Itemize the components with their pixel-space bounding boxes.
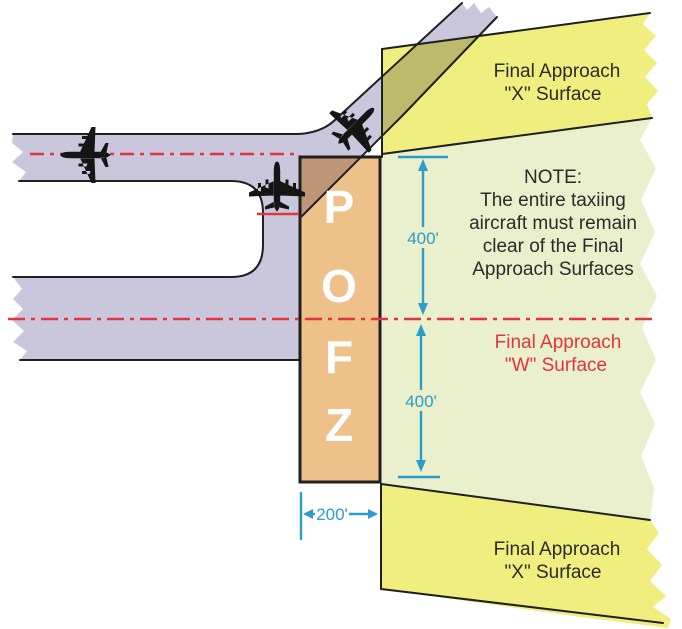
- dimension-annotations: 400' 400' 200': [299, 155, 448, 540]
- x-top-label-line1: Final Approach: [494, 61, 621, 82]
- pofz-letter-z: Z: [325, 399, 353, 451]
- hold-bay-edge: [12, 180, 264, 278]
- final-approach-x-top-surface: [382, 13, 658, 154]
- note-title: NOTE:: [524, 167, 582, 188]
- x-top-lower-edge: [381, 117, 653, 155]
- upper-dim-arrow-down: [418, 303, 428, 315]
- upper-dim-arrow-up: [418, 159, 428, 171]
- w-label-line1: Final Approach: [495, 332, 622, 353]
- x-bottom-label-line2: "X" Surface: [505, 562, 602, 583]
- note-block: NOTE: The entire taxiing aircraft must r…: [469, 167, 637, 280]
- pofz-letter-f: F: [325, 331, 353, 383]
- x-bottom-lower-edge: [380, 588, 664, 624]
- note-line3: clear of the Final: [483, 236, 623, 257]
- x-bottom-label-line1: Final Approach: [494, 539, 621, 560]
- upper-dim-label-bg: [400, 227, 446, 248]
- note-line2: aircraft must remain: [469, 213, 637, 234]
- pofz-letter-p: P: [324, 181, 355, 233]
- note-line4: Approach Surfaces: [472, 259, 634, 280]
- note-line1: The entire taxiing: [480, 190, 626, 211]
- x-bottom-upper-edge: [380, 483, 651, 521]
- final-approach-x-bottom-surface: [381, 484, 671, 628]
- x-top-label-line2: "X" Surface: [505, 84, 602, 105]
- taxiway-pavement: [12, 3, 497, 360]
- lower-dim-arrow-down: [416, 460, 426, 472]
- lower-dim-arrow-up: [416, 324, 426, 336]
- lower-dim-label: 400': [405, 392, 437, 411]
- pofz-width-arrow-left: [303, 509, 313, 519]
- pofz-width-label: 200': [316, 505, 348, 524]
- x-top-upper-edge: [381, 12, 651, 50]
- upper-dim-label: 400': [407, 229, 439, 248]
- w-label-line2: "W" Surface: [505, 355, 607, 376]
- taxiway-diagonal-edge: [299, 16, 498, 219]
- centerlines: [8, 152, 653, 321]
- pofz-label: P O F Z: [321, 181, 357, 451]
- pofz-letter-o: O: [321, 260, 357, 312]
- pofz-width-arrow-right: [368, 509, 378, 519]
- lower-dim-label-bg: [398, 390, 444, 411]
- surface-labels: Final Approach "X" Surface Final Approac…: [494, 61, 622, 583]
